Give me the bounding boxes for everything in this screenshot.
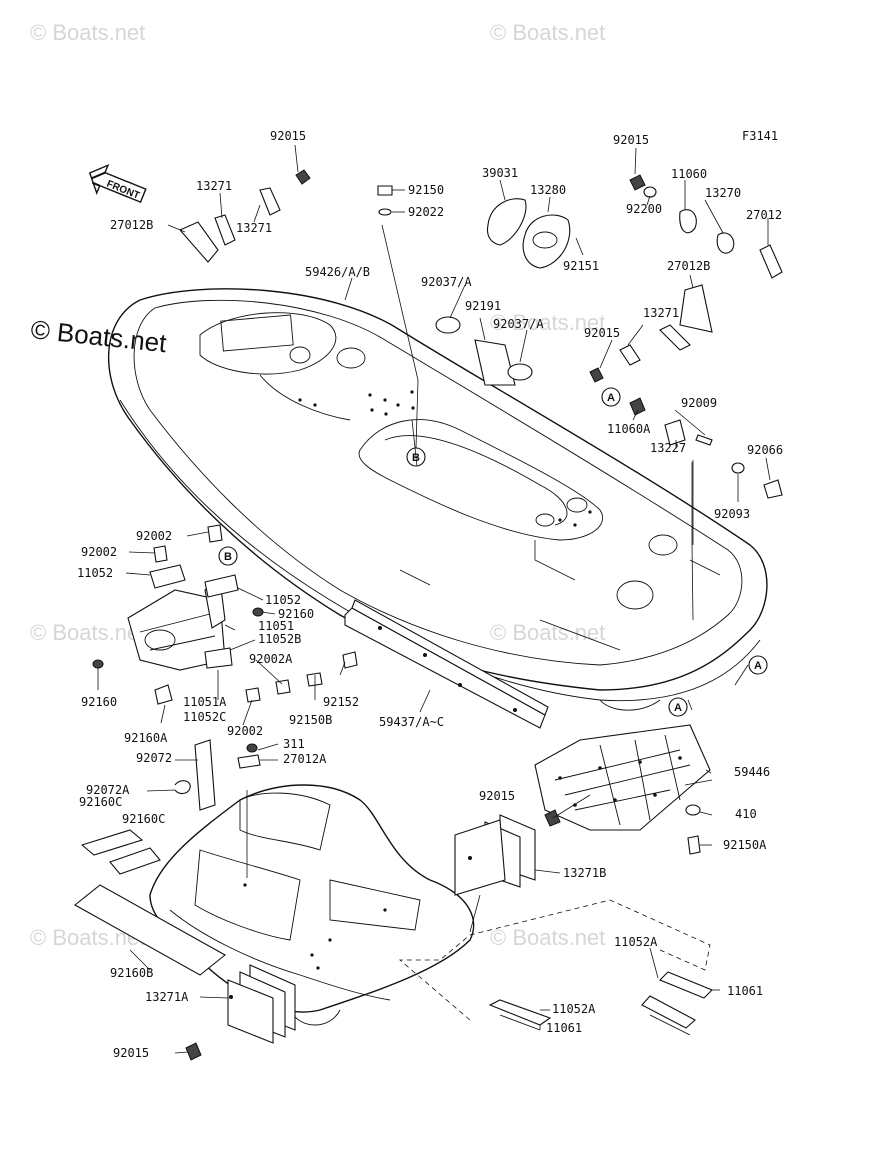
side-rail-part bbox=[344, 599, 549, 729]
part-label: 13271B bbox=[563, 866, 606, 880]
callout-a: A bbox=[674, 702, 682, 714]
part-label: 59446 bbox=[734, 765, 770, 779]
part-label: 92022 bbox=[408, 205, 444, 219]
part-label: 92160A bbox=[124, 731, 168, 745]
part-label: 92160 bbox=[81, 695, 117, 709]
watermark: © Boats.net bbox=[490, 310, 605, 335]
part-label: 11060A bbox=[607, 422, 651, 436]
part-label: 92037/A bbox=[421, 275, 472, 289]
hardware-parts bbox=[92, 169, 783, 1061]
part-label: 92015 bbox=[479, 789, 515, 803]
part-label: 92160B bbox=[110, 966, 153, 980]
part-label: 59437/A~C bbox=[379, 715, 444, 729]
ride-plate-part bbox=[534, 724, 711, 831]
part-label: 11052B bbox=[258, 632, 301, 646]
bracket-bar-parts bbox=[398, 899, 713, 1036]
part-label: 92093 bbox=[714, 507, 750, 521]
part-label: 92002 bbox=[227, 724, 263, 738]
part-label: 11051A bbox=[183, 695, 227, 709]
part-label: 11061 bbox=[727, 984, 763, 998]
part-label: 11060 bbox=[671, 167, 707, 181]
part-label: 92072 bbox=[136, 751, 172, 765]
figure-code: F3141 bbox=[742, 129, 778, 143]
part-label: 11052 bbox=[77, 566, 113, 580]
part-label: 92015 bbox=[613, 133, 649, 147]
part-label: 92066 bbox=[747, 443, 783, 457]
part-label: 11052A bbox=[552, 1002, 596, 1016]
part-label: 11052C bbox=[183, 710, 226, 724]
watermark-large: © Boats.net bbox=[29, 314, 168, 358]
part-label: 92009 bbox=[681, 396, 717, 410]
part-label: 13271 bbox=[643, 306, 679, 320]
part-label: 13270 bbox=[705, 186, 741, 200]
pad-parts bbox=[74, 829, 226, 976]
leader-lines bbox=[97, 144, 771, 1054]
part-label: 59426/A/B bbox=[305, 265, 370, 279]
part-label: 92191 bbox=[465, 299, 501, 313]
watermark-layer: © Boats.net © Boats.net © Boats.net © Bo… bbox=[30, 20, 605, 950]
part-label: 92160C bbox=[122, 812, 165, 826]
part-label: 92015 bbox=[270, 129, 306, 143]
part-label: 92152 bbox=[323, 695, 359, 709]
part-label: 92002 bbox=[81, 545, 117, 559]
watermark: © Boats.net bbox=[490, 925, 605, 950]
part-label: 92160C bbox=[79, 795, 122, 809]
part-label: 27012A bbox=[283, 752, 327, 766]
callout-b: B bbox=[224, 551, 232, 563]
part-label: 92015 bbox=[113, 1046, 149, 1060]
part-label: 92037/A bbox=[493, 317, 544, 331]
part-label: 13280 bbox=[530, 183, 566, 197]
part-label: 11052A bbox=[614, 935, 658, 949]
part-label: 92150B bbox=[289, 713, 332, 727]
watermark: © Boats.net bbox=[30, 620, 145, 645]
part-label: 11051 bbox=[258, 619, 294, 633]
front-arrow-icon: FRONT bbox=[88, 163, 147, 204]
part-label: 27012B bbox=[110, 218, 153, 232]
part-label: 11061 bbox=[546, 1021, 582, 1035]
part-label: 92072A bbox=[86, 783, 130, 797]
part-label: 27012 bbox=[746, 208, 782, 222]
lower-hull-part bbox=[149, 784, 475, 1026]
part-label: 11052 bbox=[265, 593, 301, 607]
part-label: 13227 bbox=[650, 441, 686, 455]
part-label: 311 bbox=[283, 737, 305, 751]
part-label: 92002A bbox=[249, 652, 293, 666]
part-label: 39031 bbox=[482, 166, 518, 180]
callout-a: A bbox=[607, 392, 615, 404]
part-label: 13271 bbox=[196, 179, 232, 193]
watermark: © Boats.net bbox=[490, 620, 605, 645]
pump-bracket-part bbox=[127, 564, 239, 811]
part-label: 92151 bbox=[563, 259, 599, 273]
part-label: 92160 bbox=[278, 607, 314, 621]
part-label: 27012B bbox=[667, 259, 710, 273]
part-label: 92002 bbox=[136, 529, 172, 543]
part-label: 92150 bbox=[408, 183, 444, 197]
part-label: 92015 bbox=[584, 326, 620, 340]
part-label: 92150A bbox=[723, 838, 767, 852]
watermark: © Boats.net bbox=[490, 20, 605, 45]
callout-markers: A B B A A bbox=[218, 387, 768, 717]
callout-a: A bbox=[754, 660, 762, 672]
rubber-block-parts bbox=[227, 814, 536, 1044]
part-labels: 92015 13271 27012B 13271 92150 92022 594… bbox=[77, 129, 783, 1060]
part-label: 92200 bbox=[626, 202, 662, 216]
part-label: 410 bbox=[735, 807, 757, 821]
part-label: 13271 bbox=[236, 221, 272, 235]
watermark: © Boats.net bbox=[30, 20, 145, 45]
part-label: 13271A bbox=[145, 990, 189, 1004]
